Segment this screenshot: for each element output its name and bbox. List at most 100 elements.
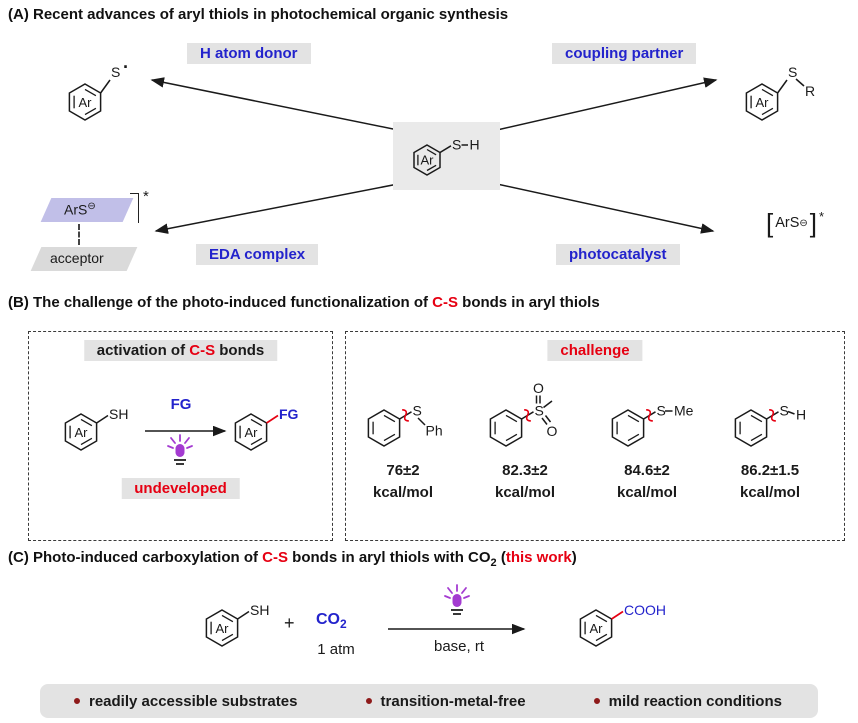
lamp-icon	[167, 434, 193, 465]
bracket	[130, 193, 139, 223]
bde-structure-sh: S H	[715, 376, 827, 456]
bde-structure-sph: S Ph	[348, 376, 460, 456]
title-text: bonds in aryl thiols	[457, 294, 600, 311]
c-s-bond	[96, 414, 109, 424]
thioether-drawing: Ar S R	[745, 64, 815, 121]
eda-interaction-dashes	[78, 224, 80, 245]
sulfur-atom: S	[780, 403, 789, 419]
new-c-fg-bond	[266, 414, 279, 424]
activation-header: activation of C-S bonds	[83, 340, 278, 361]
section-b-title: (B) The challenge of the photo-induced f…	[8, 294, 600, 311]
product-drawing: Ar FG	[234, 406, 299, 451]
c-s-bond	[776, 79, 788, 94]
bond-cleavage-squiggle	[402, 409, 409, 422]
bde-value: 76±2	[386, 462, 420, 479]
product-drawing: Ar COOH	[579, 602, 666, 647]
label-coupling-partner: coupling partner	[552, 43, 697, 64]
close-bracket: ]	[809, 208, 818, 238]
c-s-bond	[99, 79, 111, 94]
highlight-item: readily accessible substrates	[74, 693, 297, 710]
negative-charge: ⊖	[799, 217, 808, 229]
co2-pressure: 1 atm	[317, 641, 355, 658]
double-bond	[595, 633, 608, 642]
arrow-to-eda-complex	[154, 183, 399, 234]
double-bond	[84, 107, 97, 116]
ar-label: Ar	[79, 95, 93, 110]
plus-sign: +	[284, 613, 295, 633]
bond-cleavage-squiggle	[524, 409, 531, 422]
sh-group: SH	[109, 406, 128, 422]
benzene-ring	[734, 409, 768, 447]
s-o-double-bond	[544, 415, 552, 423]
double-bond	[761, 88, 774, 97]
c-product-acid: Ar COOH	[560, 576, 680, 661]
negative-charge: ⊖	[87, 201, 96, 212]
arrow-to-thioether	[496, 77, 718, 131]
double-bond	[221, 633, 234, 642]
benzene-ring	[489, 409, 523, 447]
double-bond	[627, 414, 640, 423]
bde-unit: kcal/mol	[739, 484, 801, 501]
double-bond	[221, 614, 234, 623]
donor-label: ArS⊖	[64, 201, 96, 218]
highlight-text: mild reaction conditions	[608, 692, 782, 710]
co2-subscript: 2	[340, 617, 347, 632]
sulfur-atom: S	[111, 64, 120, 80]
structure-drawing: S Ph	[367, 403, 443, 447]
s-ph-bond	[417, 417, 426, 426]
highlight-text: readily accessible substrates	[89, 692, 298, 710]
ar-label: Ar	[75, 425, 89, 440]
ar-label: Ar	[216, 621, 230, 636]
challenge-header: challenge	[547, 340, 643, 361]
excited-star: *	[819, 208, 825, 224]
ar-label: Ar	[756, 95, 770, 110]
title-cs-red: C-S	[432, 294, 458, 311]
highlight-item: mild reaction conditions	[593, 692, 782, 710]
title-text: (	[496, 549, 506, 566]
double-bond	[595, 614, 608, 623]
co2-reagent: CO2	[316, 611, 347, 631]
central-thiol-structure: Ar S H	[393, 122, 500, 190]
h-atom: H	[796, 407, 806, 423]
double-bond	[250, 418, 263, 427]
double-bond	[80, 437, 93, 446]
conditions-label: base, rt	[433, 638, 485, 655]
ph-group: Ph	[426, 423, 443, 439]
title-text: (B) The challenge of the photo-induced f…	[8, 294, 433, 311]
open-bracket: [	[766, 208, 774, 238]
bde-value: 82.3±2	[502, 462, 548, 479]
sulfur-atom: S	[788, 64, 797, 80]
eda-complex-structure: ArS⊖ * acceptor	[30, 188, 200, 282]
double-bond	[761, 107, 774, 116]
header-text: activation of	[96, 342, 190, 359]
section-a-title: (A) Recent advances of aryl thiols in ph…	[8, 6, 509, 23]
bde-unit: kcal/mol	[494, 484, 556, 501]
header-text: bonds	[215, 342, 265, 359]
double-bond	[383, 414, 396, 423]
activation-box: activation of C-S bonds Ar SH FG	[28, 331, 333, 541]
bullet-icon	[74, 698, 80, 704]
fg-reagent: FG	[170, 396, 192, 413]
thioether-structure: Ar S R	[726, 50, 838, 135]
bde-structure-sulfone: S O O	[470, 376, 582, 456]
excited-star: *	[143, 188, 149, 205]
this-work-red: this work	[505, 549, 572, 566]
label-eda-complex: EDA complex	[196, 244, 319, 265]
structure-drawing: S H	[734, 403, 806, 447]
bde-unit: kcal/mol	[616, 484, 678, 501]
oxygen-side: O	[547, 423, 558, 439]
donor-formula: ArS	[64, 201, 88, 218]
acceptor-label: acceptor	[50, 250, 104, 266]
label-photocatalyst: photocatalyst	[556, 244, 680, 265]
double-bond	[250, 437, 263, 446]
fg-group: FG	[279, 406, 299, 422]
arrow-to-thiyl-radical	[150, 77, 399, 131]
title-text: (C) Photo-induced carboxylation of	[8, 549, 263, 566]
ar-label: Ar	[421, 153, 435, 168]
oxygen-top: O	[533, 380, 544, 396]
challenge-box: challenge S Ph 76±2 kcal/mol	[345, 331, 845, 541]
section-c-title: (C) Photo-induced carboxylation of C-S b…	[8, 549, 577, 569]
new-c-c-bond	[611, 610, 624, 620]
title-text: )	[571, 549, 577, 566]
